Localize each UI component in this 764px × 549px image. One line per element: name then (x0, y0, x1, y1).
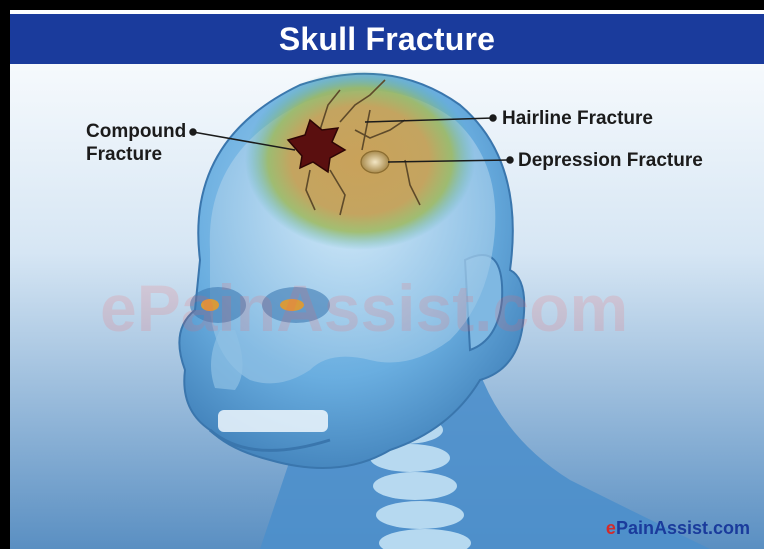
depression-leader-dot (507, 157, 513, 163)
compound-leader-dot (190, 129, 196, 135)
compound-label-line1: Compound (86, 120, 186, 143)
page-title: Skull Fracture (279, 21, 495, 58)
compound-label-line2: Fracture (86, 143, 186, 166)
brand-name: PainAssist.com (616, 518, 750, 538)
teeth (218, 410, 328, 432)
fracture-zone-highlight (245, 70, 475, 250)
brand-logo: ePainAssist.com (606, 518, 750, 539)
hairline-fracture-label: Hairline Fracture (502, 107, 653, 130)
brand-e: e (606, 518, 616, 538)
title-bar: Skull Fracture (10, 14, 764, 64)
hairline-leader-dot (490, 115, 496, 121)
watermark-text: ePainAssist.com (100, 270, 628, 346)
compound-fracture-label: Compound Fracture (86, 120, 186, 166)
depression-fracture-label: Depression Fracture (518, 149, 703, 172)
depression-fracture-mark (361, 151, 389, 173)
